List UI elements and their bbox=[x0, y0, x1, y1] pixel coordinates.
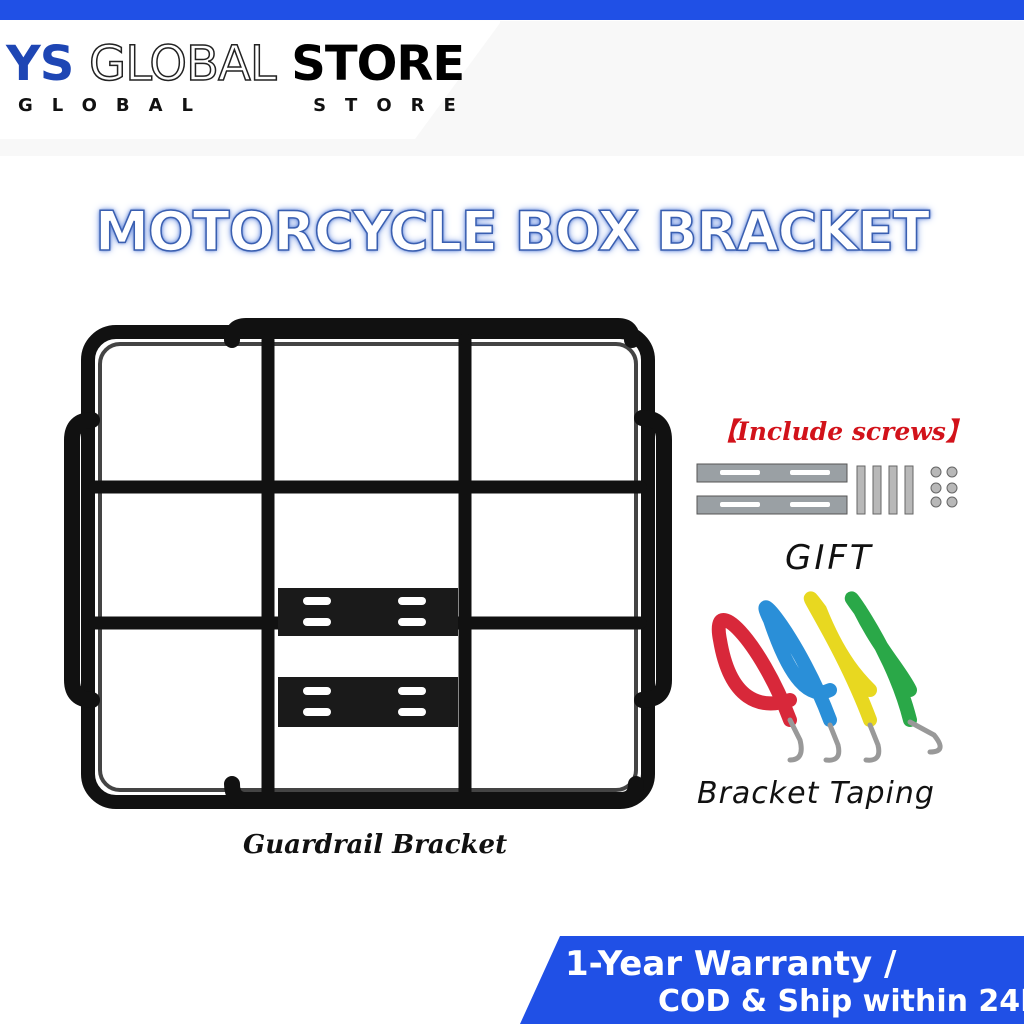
include-screws-label: 【Include screws】 bbox=[712, 417, 971, 446]
product-title: MOTORCYCLE BOX BRACKET bbox=[94, 199, 930, 264]
top-banner bbox=[0, 0, 1024, 20]
logo-panel bbox=[0, 21, 500, 139]
shipping-text: COD & Ship within 24H bbox=[658, 984, 1024, 1019]
warranty-banner bbox=[520, 936, 1024, 1024]
bracket-taping-caption: Bracket Taping bbox=[697, 776, 935, 811]
guardrail-bracket-image bbox=[64, 318, 672, 809]
store-logo: YS GLOBAL STORE bbox=[6, 35, 465, 93]
gift-label: GIFT bbox=[785, 538, 874, 578]
logo-tagline: GLOBAL STORE bbox=[18, 95, 475, 116]
bungee-straps-image bbox=[711, 591, 943, 763]
guardrail-bracket-caption: Guardrail Bracket bbox=[243, 830, 508, 860]
mounting-plates bbox=[278, 588, 458, 727]
screws-kit-image bbox=[696, 463, 958, 515]
warranty-text: 1-Year Warranty / bbox=[565, 944, 897, 984]
